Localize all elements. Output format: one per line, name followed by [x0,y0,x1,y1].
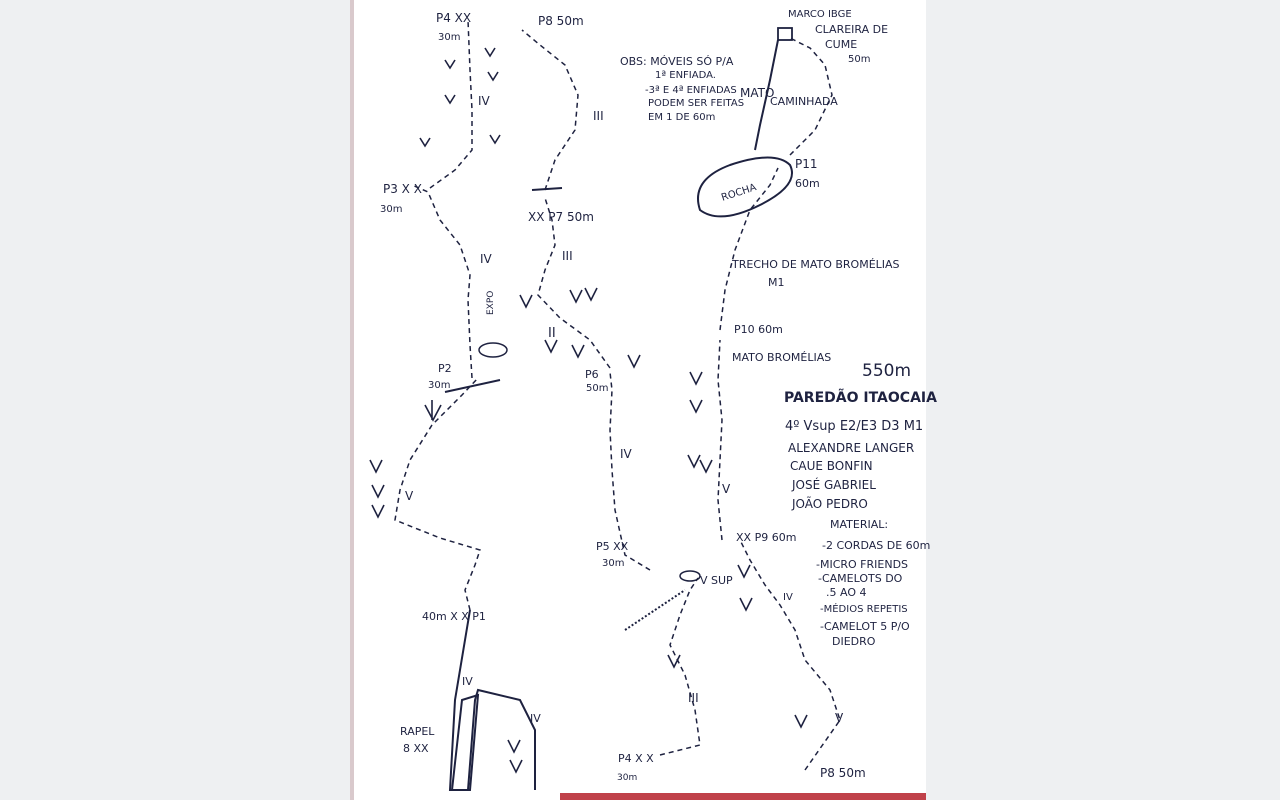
grade-v-b: V [722,482,731,496]
route-p1-p2 [394,377,481,611]
material-6: -CAMELOT 5 P/O [820,620,910,633]
climber-4: JOÃO PEDRO [791,496,868,511]
material-2: -MICRO FRIENDS [816,558,908,571]
material-1: -2 CORDAS DE 60m [822,539,930,552]
label-p10: P10 60m [734,323,783,336]
label-p7: XX P7 50m [528,210,594,224]
route-p3-p4 [429,19,473,189]
grade-iii-b: III [562,249,573,263]
base-pillar [448,609,536,791]
grade-iv-b: IV [480,252,493,266]
grade-iii-c: III [688,691,699,705]
ledge-oval [478,342,508,358]
bromeliad-icons [369,47,808,774]
label-p3-len: 30m [380,204,402,215]
climber-3: JOSÉ GABRIEL [791,477,876,492]
label-obs-4: PODEM SER FEITAS [648,98,744,109]
label-p5-len: 30m [602,558,624,569]
route-walk-to-summit [789,37,833,156]
label-rapel-anchors: 8 XX [403,742,429,755]
grade-iii-a: III [593,109,604,123]
grade-iv-a: IV [478,94,491,108]
label-mato-bromelias: MATO BROMÉLIAS [732,351,831,364]
rock-outline [697,156,793,218]
label-rocha: ROCHA [720,182,758,204]
label-total-height: 550m [862,361,911,381]
paper-sheet [354,0,926,800]
label-p6: P6 [585,368,599,381]
route-p4-p5 [659,577,701,756]
route-p9-p10 [717,339,723,541]
label-caminhada: CAMINHADA [770,95,838,108]
route-grade: 4º Vsup E2/E3 D3 M1 [785,419,923,434]
material-4: .5 AO 4 [826,586,866,599]
label-p4-bottom-len: 30m [617,773,637,783]
grade-iv-e: IV [530,712,541,725]
label-mato: MATO [740,86,774,100]
route-p2-p3 [411,184,473,379]
material-3: -CAMELOTS DO [818,572,903,585]
label-obs-5: EM 1 DE 60m [648,112,715,123]
label-rapel: RAPEL [400,725,435,738]
route-p10-p11 [719,167,779,331]
label-marco: MARCO IBGE [788,9,852,20]
label-p8-top: P8 50m [538,14,584,28]
vsup-oval [679,570,701,582]
climber-2: CAUE BONFIN [790,459,873,473]
route-title: PAREDÃO ITAOCAIA [784,389,937,406]
label-obs-3: -3ª E 4ª ENFIADAS [645,85,737,96]
label-p4-top-len: 30m [438,32,460,43]
label-cume: CUME [825,38,857,51]
label-p1: 40m X X P1 [422,610,486,623]
label-trecho-2: M1 [768,276,785,289]
grade-v-c: V [835,711,844,725]
route-p5-p6 [609,371,651,571]
label-p6-len: 50m [586,383,608,394]
material-title: MATERIAL: [830,518,888,531]
route-p6-p7 [537,197,611,369]
label-p2-len: 30m [428,380,450,391]
label-p2: P2 [438,362,452,375]
label-p11: P11 [795,157,818,171]
route-p7-p8 [521,29,579,191]
label-p4-bottom: P4 X X [618,752,654,765]
grade-ii: II [548,326,556,341]
ledge-p7 [531,187,563,191]
grade-v-a: V [405,489,414,503]
grade-iv-c: IV [620,447,633,461]
label-p4-top: P4 XX [436,11,471,25]
ledge-p2 [444,379,501,393]
label-p9: XX P9 60m [736,531,796,544]
label-expo: EXPO [486,291,496,315]
label-p3: P3 X X [383,182,422,196]
label-p5: P5 XX [596,540,629,553]
route-traverse-zigzag [624,589,686,631]
route-p8-p9 [739,539,841,771]
grade-iv-d: IV [462,675,473,688]
table-edge [560,793,926,800]
walk-bracket [754,39,779,151]
material-5: -MÉDIOS REPETIS [820,602,908,615]
label-obs-1: OBS: MÓVEIS SÓ P/A [620,55,734,68]
label-p11-len: 60m [795,177,820,190]
base-pillar-face [450,693,480,791]
label-trecho-1: TRECHO DE MATO BROMÉLIAS [731,258,900,271]
grade-iv-f: IV [783,592,793,603]
label-clareira: CLAREIRA DE [815,23,888,36]
paper-shadow-edge [350,0,356,800]
climber-1: ALEXANDRE LANGER [788,441,914,455]
ibge-marker-icon [777,27,793,41]
material-7: DIEDRO [832,635,876,648]
label-p8-bottom: P8 50m [820,766,866,780]
label-vsup: V SUP [700,574,733,587]
label-obs-2: 1ª ENFIADA. [655,70,716,81]
label-cume-len: 50m [848,54,870,65]
